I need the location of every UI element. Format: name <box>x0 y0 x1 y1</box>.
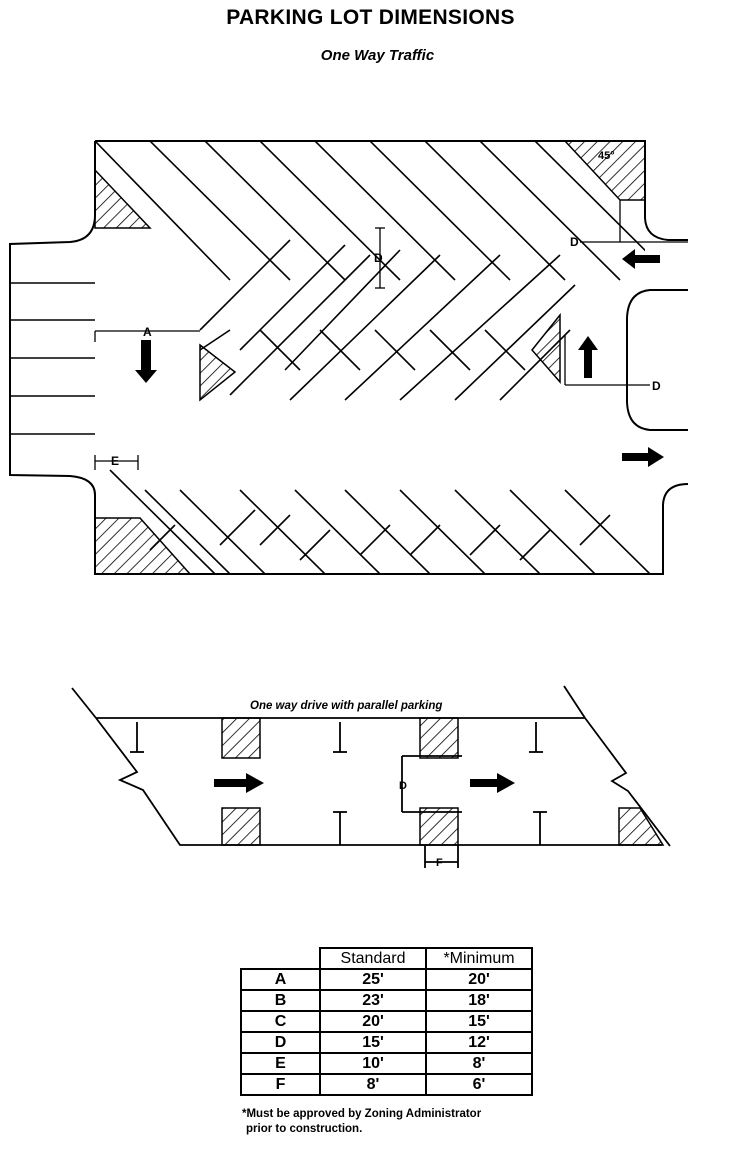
parallel-hatched-stalls <box>221 717 665 846</box>
row-minimum: 15' <box>425 1010 533 1033</box>
row-minimum: 6' <box>425 1073 533 1096</box>
parallel-caption: One way drive with parallel parking <box>250 700 443 712</box>
label-d-right: D <box>570 235 579 249</box>
row-standard: 25' <box>319 968 427 991</box>
note-line-2: prior to construction. <box>246 1123 363 1135</box>
row-standard: 8' <box>319 1073 427 1096</box>
table-row: D 15' 12' <box>240 1031 533 1054</box>
row-key: C <box>240 1010 321 1033</box>
label-d-parallel: D <box>399 780 407 792</box>
top-angled-stalls <box>95 142 645 281</box>
left-stalls <box>10 282 95 435</box>
header-standard: Standard <box>319 947 427 970</box>
table-row: A 25' 20' <box>240 968 533 991</box>
table-row: E 10' 8' <box>240 1052 533 1075</box>
label-a: A <box>143 325 152 339</box>
row-key: D <box>240 1031 321 1054</box>
row-key: A <box>240 968 321 991</box>
row-key: B <box>240 989 321 1012</box>
table-header-row: Standard *Minimum <box>241 947 533 970</box>
label-d-top: D <box>374 251 383 265</box>
angle-label: 45° <box>598 150 615 162</box>
row-minimum: 12' <box>425 1031 533 1054</box>
row-standard: 20' <box>319 1010 427 1033</box>
traffic-arrows <box>135 249 664 467</box>
label-f: F <box>436 857 443 869</box>
page-subtitle: One Way Traffic <box>320 47 435 64</box>
row-standard: 10' <box>319 1052 427 1075</box>
table-row: F 8' 6' <box>240 1073 533 1096</box>
row-minimum: 8' <box>425 1052 533 1075</box>
label-d-island: D <box>652 379 661 393</box>
parallel-labels: D F <box>399 780 443 869</box>
bottom-angled-stalls <box>109 469 651 574</box>
approval-note: *Must be approved by Zoning Administrato… <box>242 1107 481 1137</box>
row-minimum: 18' <box>425 989 533 1012</box>
row-minimum: 20' <box>425 968 533 991</box>
hatched-islands <box>94 140 646 575</box>
middle-angled-stalls <box>199 239 576 401</box>
table-row: C 20' 15' <box>240 1010 533 1033</box>
label-e: E <box>111 454 119 468</box>
row-standard: 15' <box>319 1031 427 1054</box>
note-line-1: *Must be approved by Zoning Administrato… <box>242 1108 482 1120</box>
page-title: PARKING LOT DIMENSIONS <box>226 6 515 29</box>
table-row: B 23' 18' <box>240 989 533 1012</box>
parallel-drive <box>71 685 671 868</box>
plan-labels: 45° A D D D E <box>111 150 661 468</box>
row-key: E <box>240 1052 321 1075</box>
dimensions-table: Standard *Minimum A 25' 20' B 23' 18' C … <box>240 947 533 1096</box>
header-minimum: *Minimum <box>425 947 533 970</box>
row-key: F <box>240 1073 321 1096</box>
table-corner <box>241 948 320 969</box>
dimension-lines <box>94 200 688 470</box>
row-standard: 23' <box>319 989 427 1012</box>
parallel-arrows <box>214 773 515 793</box>
